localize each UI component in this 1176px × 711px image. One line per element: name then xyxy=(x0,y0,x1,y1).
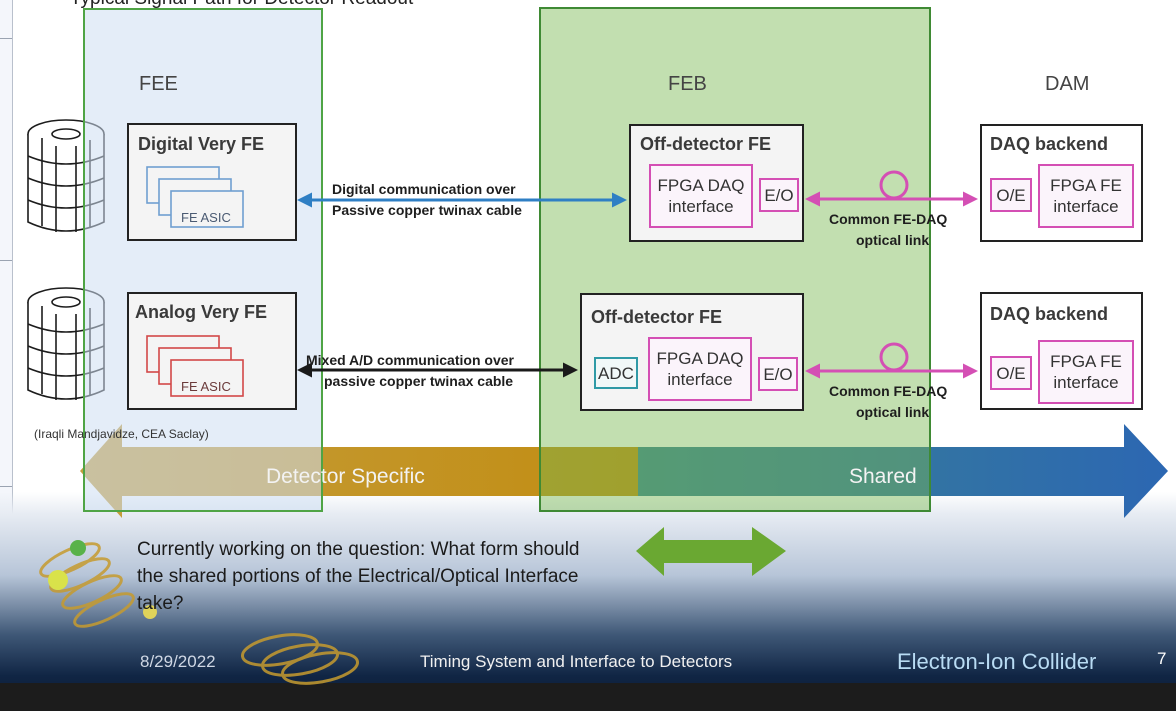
digital-very-fe-title: Digital Very FE xyxy=(138,134,265,154)
fpga-daq-interface: FPGA DAQ interface xyxy=(648,337,752,401)
header-text: Typical Signal Path for Detector Readout xyxy=(70,0,413,10)
green-double-arrow-icon xyxy=(636,527,786,576)
fpga-fe-interface: FPGA FE interface xyxy=(1038,340,1134,404)
adc-converter: ADC xyxy=(594,357,638,389)
footer-background xyxy=(0,492,1176,711)
footer-bar xyxy=(0,683,1176,711)
footer-title: Timing System and Interface to Detectors xyxy=(420,652,733,671)
footer-brand: Electron-Ion Collider xyxy=(897,649,1097,674)
question-note: Currently working on the question: What … xyxy=(137,539,580,614)
off-detector-fe-title: Off-detector FE xyxy=(640,134,772,154)
asic-label: FE ASIC xyxy=(181,379,231,394)
optical-link-label-1: Common FE-DAQ xyxy=(829,211,948,227)
optical-link-label-2: optical link xyxy=(856,404,930,420)
feb-section-title: FEB xyxy=(668,73,707,95)
particle-sphere-icon xyxy=(48,540,157,619)
asic-label: FE ASIC xyxy=(181,210,231,225)
eo-converter: E/O xyxy=(758,357,798,391)
analog-very-fe-title: Analog Very FE xyxy=(135,302,268,322)
footer-date: 8/29/2022 xyxy=(140,652,216,671)
feb-region xyxy=(539,7,931,512)
off-detector-fe-title: Off-detector FE xyxy=(591,307,723,327)
fpga-fe-interface: FPGA FE interface xyxy=(1038,164,1134,228)
asic-stack-icon xyxy=(146,166,244,228)
oe-converter: O/E xyxy=(990,356,1032,390)
off-detector-fe-box: Off-detector FE ADC FPGA DAQ interface E… xyxy=(580,293,804,411)
optical-link-label-2: optical link xyxy=(856,232,930,248)
magnet-coil-icon xyxy=(39,542,360,685)
mixed-link-label-1: Mixed A/D communication over xyxy=(306,352,514,368)
fpga-daq-interface: FPGA DAQ interface xyxy=(649,164,753,228)
daq-backend-title: DAQ backend xyxy=(990,304,1109,324)
eo-converter: E/O xyxy=(759,178,799,212)
oe-converter: O/E xyxy=(990,178,1032,212)
detector-specific-label: Detector Specific xyxy=(266,465,425,488)
fee-section-title: FEE xyxy=(139,73,178,95)
digital-very-fe-box: Digital Very FE FE ASIC xyxy=(127,123,297,241)
analog-very-fe-box: Analog Very FE FE ASIC xyxy=(127,292,297,410)
digital-link-label-1: Digital communication over xyxy=(332,181,516,197)
image-credit: (Iraqli Mandjavidze, CEA Saclay) xyxy=(34,427,209,441)
page-number: 7 xyxy=(1157,649,1167,668)
daq-backend-title: DAQ backend xyxy=(990,134,1109,154)
fee-region xyxy=(83,8,323,512)
dam-section-title: DAM xyxy=(1045,73,1090,95)
optical-link-label-1: Common FE-DAQ xyxy=(829,383,948,399)
asic-stack-icon xyxy=(146,335,244,397)
daq-backend-box: DAQ backend O/E FPGA FE interface xyxy=(980,292,1143,410)
daq-backend-box: DAQ backend O/E FPGA FE interface xyxy=(980,124,1143,242)
digital-link-label-2: Passive copper twinax cable xyxy=(332,202,522,218)
off-detector-fe-box: Off-detector FE FPGA DAQ interface E/O xyxy=(629,124,804,242)
mixed-link-label-2: passive copper twinax cable xyxy=(324,373,514,389)
shared-label: Shared xyxy=(849,465,917,488)
